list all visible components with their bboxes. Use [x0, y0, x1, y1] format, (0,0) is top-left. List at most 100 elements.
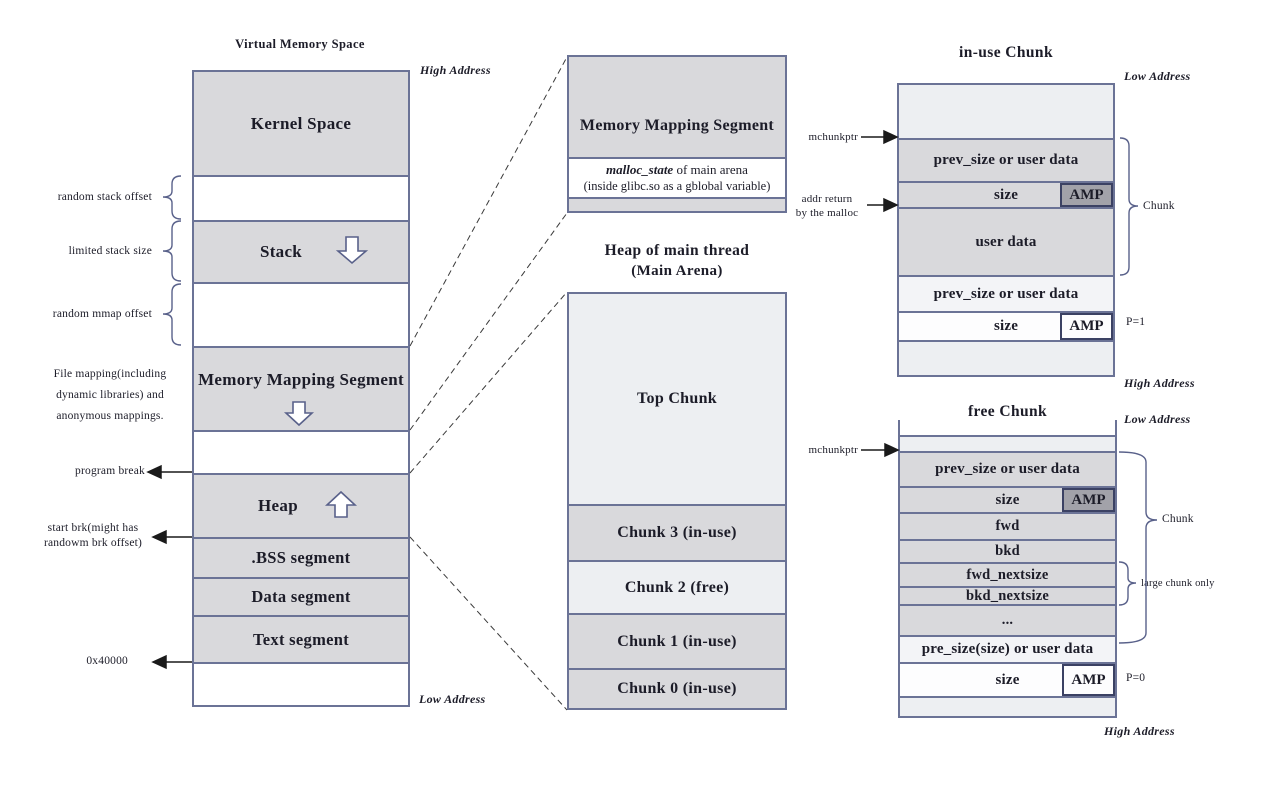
- dashed-connector-heap-top: [409, 291, 568, 474]
- cell-label: prev_size or user data: [933, 285, 1079, 302]
- annotation-line: addr return: [801, 193, 853, 205]
- mms-detail-box: Memory Mapping Segment malloc_state of m…: [567, 55, 787, 213]
- left-high-address-label: High Address: [420, 63, 491, 77]
- free-mchunkptr-arrowhead: [884, 442, 900, 458]
- chunk-row-label: Top Chunk: [637, 390, 717, 407]
- inuse-chunk-title: in-use Chunk: [959, 44, 1053, 61]
- cell-label: fwd: [995, 518, 1020, 534]
- inuse-mchunkptr-label: mchunkptr: [808, 131, 858, 143]
- row-chunk-2: Chunk 2 (free): [569, 560, 785, 613]
- free-high-address-label: High Address: [1104, 724, 1175, 738]
- mms-detail-title: Memory Mapping Segment: [579, 117, 775, 134]
- free-amp-cell-top: AMP: [1062, 488, 1115, 512]
- annotation-start-brk: start brk(might has randowm brk offset): [28, 521, 158, 551]
- free-row-bkd-nextsize: bkd_nextsize: [900, 586, 1115, 604]
- cell-label: bkd_nextsize: [966, 587, 1049, 604]
- annotation-program-break: program break: [75, 465, 145, 477]
- segment-label: Kernel Space: [250, 113, 352, 133]
- inuse-chunk-box: prev_size or user data size AMP user dat…: [897, 83, 1115, 377]
- row-chunk-0: Chunk 0 (in-use): [569, 668, 785, 708]
- free-mchunkptr-label: mchunkptr: [808, 444, 858, 456]
- segment-stack: Stack: [194, 220, 408, 282]
- segment-bottom-gap: [194, 662, 408, 705]
- row-chunk-3: Chunk 3 (in-use): [569, 504, 785, 560]
- chunk-row-label: Chunk 1 (in-use): [617, 632, 737, 650]
- free-row-prev-size: prev_size or user data: [900, 451, 1115, 486]
- program-break-arrowhead: [146, 464, 162, 480]
- inuse-row-prev-size-top: prev_size or user data: [899, 138, 1113, 181]
- free-row-bottom-strip: [900, 696, 1115, 716]
- inuse-high-address-label: High Address: [1124, 376, 1195, 390]
- segment-random-stack-offset-gap: [194, 175, 408, 220]
- malloc-state-band: malloc_state of main arena (inside glibc…: [569, 157, 785, 199]
- segment-gap-above-heap: [194, 430, 408, 473]
- inuse-mchunkptr-arrowhead: [883, 129, 899, 145]
- free-chunk-title: free Chunk: [967, 403, 1048, 420]
- cell-label: size: [993, 186, 1019, 203]
- segment-data: Data segment: [194, 577, 408, 615]
- cell-label: prev_size or user data: [933, 152, 1079, 168]
- annotation-line: anonymous mappings.: [56, 410, 164, 422]
- inuse-row-user-data: user data: [899, 207, 1113, 275]
- segment-label: Memory Mapping Segment: [198, 370, 404, 389]
- virtual-memory-box: Kernel Space Stack Memory Mapping Segmen…: [192, 70, 410, 707]
- free-row-fwd-nextsize: fwd_nextsize: [900, 562, 1115, 586]
- inuse-row-bottom-strip: [899, 340, 1113, 375]
- annotation-line: randowm brk offset): [43, 537, 143, 549]
- segment-label: Heap: [258, 496, 298, 515]
- inuse-row-top-strip: [899, 85, 1113, 138]
- cell-label: pre_size(size) or user data: [921, 641, 1094, 657]
- annotation-line: start brk(might has: [47, 522, 139, 534]
- free-row-size-top: size AMP: [900, 486, 1115, 512]
- free-p-flag: P=0: [1126, 672, 1146, 684]
- malloc-state-line2: (inside glibc.so as a gblobal variable): [583, 179, 771, 193]
- inuse-amp-cell-top: AMP: [1060, 183, 1113, 207]
- inuse-row-size-top: size AMP: [899, 181, 1113, 207]
- cell-label: user data: [975, 233, 1037, 250]
- addr-return-arrowhead: [883, 197, 899, 213]
- cell-label: size: [993, 318, 1019, 334]
- free-row-pre-size: pre_size(size) or user data: [900, 635, 1115, 662]
- dashed-connector-heap-bottom: [409, 536, 568, 711]
- heap-detail-title-line2: (Main Arena): [631, 263, 723, 279]
- brace-limited-stack-size: [162, 220, 182, 282]
- chunk-row-label: Chunk 2 (free): [624, 578, 730, 596]
- malloc-state-term: malloc_state: [606, 162, 674, 177]
- free-amp-cell-bottom: AMP: [1062, 664, 1115, 696]
- free-brace-label: Chunk: [1162, 513, 1194, 525]
- segment-heap: Heap: [194, 473, 408, 537]
- cell-label: fwd_nextsize: [966, 566, 1049, 583]
- main-arena-box: Top Chunk Chunk 3 (in-use) Chunk 2 (free…: [567, 292, 787, 710]
- free-small-brace-label: large chunk only: [1141, 578, 1215, 589]
- annotation-line: File mapping(including: [53, 368, 167, 380]
- annotation-line: dynamic libraries) and: [56, 389, 164, 401]
- malloc-state-rest: of main arena: [673, 162, 748, 177]
- row-top-chunk: Top Chunk: [569, 294, 785, 504]
- inuse-brace-label: Chunk: [1143, 200, 1175, 212]
- annotation-limited-stack-size: limited stack size: [68, 245, 152, 257]
- brace-large-chunk-only: [1118, 561, 1137, 606]
- cell-label: size: [995, 491, 1020, 508]
- segment-bss: .BSS segment: [194, 537, 408, 577]
- chunk-row-label: Chunk 0 (in-use): [617, 680, 737, 697]
- mms-detail-bottom-strip: [569, 199, 785, 211]
- free-low-address-label: Low Address: [1124, 412, 1191, 426]
- free-row-top-strip: [900, 437, 1115, 451]
- annotation-file-mapping: File mapping(including dynamic libraries…: [40, 364, 180, 427]
- heap-detail-title-line1: Heap of main thread: [604, 242, 750, 259]
- inuse-amp-cell-bottom: AMP: [1060, 313, 1113, 340]
- left-low-address-label: Low Address: [419, 692, 486, 706]
- brace-random-stack-offset: [162, 175, 182, 220]
- mms-detail-title-row: Memory Mapping Segment: [569, 57, 785, 157]
- annotation-line: by the malloc: [795, 207, 859, 219]
- brace-inuse-chunk: [1119, 137, 1139, 276]
- row-chunk-1: Chunk 1 (in-use): [569, 613, 785, 668]
- cell-label: size: [995, 671, 1020, 688]
- segment-kernel-space: Kernel Space: [194, 72, 408, 175]
- cell-label: prev_size or user data: [935, 461, 1080, 477]
- brace-random-mmap-offset: [162, 283, 182, 346]
- segment-text: Text segment: [194, 615, 408, 662]
- free-row-bkd: bkd: [900, 539, 1115, 562]
- pointer-arrows-left: [146, 464, 192, 670]
